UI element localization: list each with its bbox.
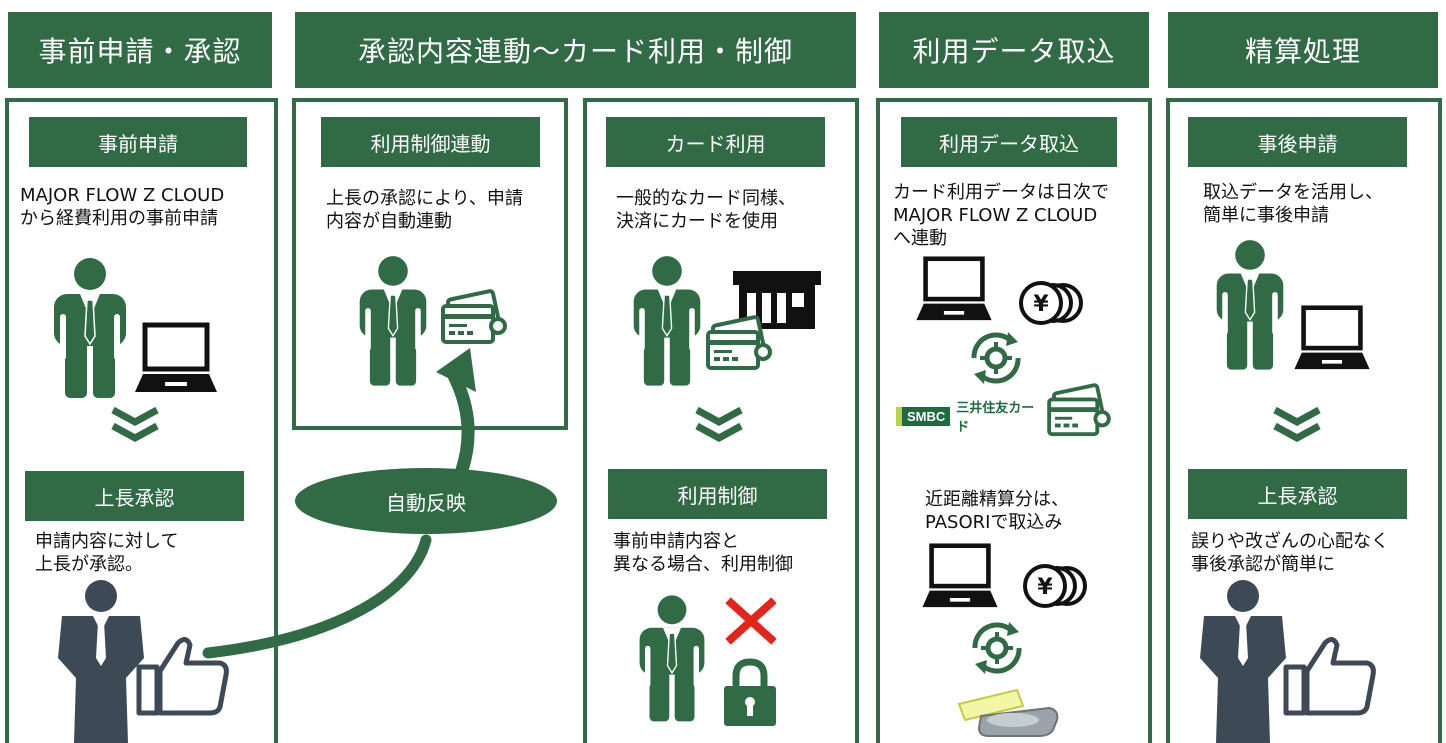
chevron-down-icon <box>111 406 159 442</box>
chevron-down-icon <box>1273 406 1321 442</box>
yen-coins-icon: ¥ <box>1023 564 1087 608</box>
person-icon <box>359 256 427 386</box>
text-pre-application: MAJOR FLOW Z CLOUD から経費利用の事前申請 <box>20 185 225 229</box>
text-pasori: 近距離精算分は、 PASORIで取込み <box>925 489 1069 533</box>
label-usage-control: 利用制御 <box>608 469 827 519</box>
text-card-usage: 一般的なカード同様、 決済にカードを使用 <box>616 188 796 232</box>
smbc-mark: SMBC <box>896 406 951 426</box>
smbc-brand: 三井住友カード <box>956 401 1035 435</box>
text-data-import: カード利用データは日次で MAJOR FLOW Z CLOUD へ連動 <box>893 182 1109 249</box>
header-usage-data-import: 利用データ取込 <box>879 12 1149 88</box>
header-approval-card-control: 承認内容連動～カード利用・制御 <box>295 12 856 88</box>
lock-icon <box>724 658 776 726</box>
laptop-icon <box>135 322 217 392</box>
credit-card-icon <box>706 315 772 370</box>
cross-icon <box>725 597 777 645</box>
text-usage-control-link: 上長の承認により、申請 内容が自動連動 <box>326 188 523 232</box>
person-icon <box>1216 240 1284 370</box>
label-supervisor-approval-2: 上長承認 <box>1188 469 1407 519</box>
label-usage-control-link: 利用制御連動 <box>321 117 540 167</box>
thumbs-up-icon <box>136 637 229 716</box>
card-reader-icon <box>957 688 1059 737</box>
person-icon <box>639 595 705 722</box>
text-usage-control: 事前申請内容と 異なる場合、利用制御 <box>613 531 793 575</box>
yen-coins-icon: ¥ <box>1019 281 1083 325</box>
header-pre-application-approval: 事前申請・承認 <box>8 12 272 88</box>
person-icon <box>54 258 126 398</box>
laptop-icon <box>922 543 998 608</box>
sync-gear-icon <box>972 622 1022 674</box>
person-icon <box>633 256 701 386</box>
manager-icon <box>1200 580 1286 743</box>
text-post-application: 取込データを活用し、 簡単に事後申請 <box>1203 182 1383 226</box>
label-data-import: 利用データ取込 <box>901 117 1117 167</box>
credit-card-icon <box>1047 383 1111 437</box>
smbc-card-logo: SMBC 三井住友カード <box>896 401 1036 435</box>
label-supervisor-approval: 上長承認 <box>25 471 244 521</box>
store-icon <box>733 271 821 329</box>
sync-gear-icon <box>971 332 1021 384</box>
chevron-down-icon <box>695 406 743 442</box>
manager-icon <box>58 580 144 743</box>
laptop-icon <box>1294 305 1370 370</box>
header-settlement: 精算処理 <box>1168 12 1438 88</box>
label-post-application: 事後申請 <box>1188 117 1407 167</box>
label-pre-application: 事前申請 <box>29 117 247 167</box>
label-card-usage: カード利用 <box>606 117 825 167</box>
svg-text:¥: ¥ <box>1037 575 1053 600</box>
credit-card-icon <box>441 289 507 344</box>
svg-text:¥: ¥ <box>1033 292 1049 317</box>
thumbs-up-icon <box>1283 637 1376 716</box>
text-post-approval: 誤りや改ざんの心配なく 事後承認が簡単に <box>1191 531 1389 575</box>
auto-reflect-bubble: 自動反映 <box>295 468 557 534</box>
laptop-icon <box>916 256 992 321</box>
text-supervisor-approval: 申請内容に対して 上長が承認。 <box>35 531 179 575</box>
